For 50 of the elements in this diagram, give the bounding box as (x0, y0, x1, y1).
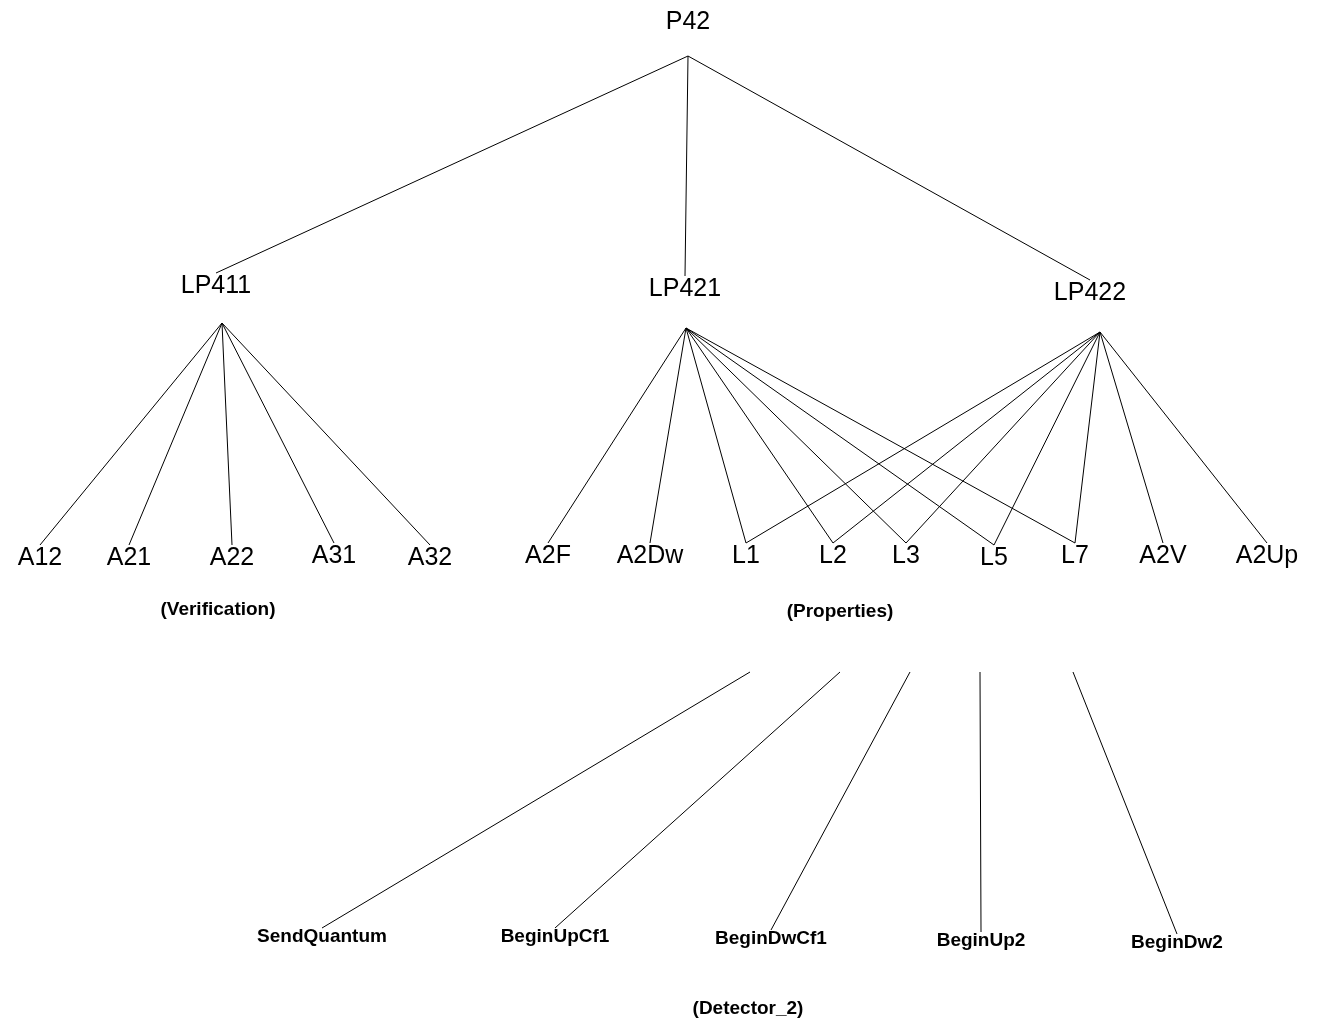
group-caption: (Detector_2) (692, 997, 804, 1019)
node-label: A21 (106, 542, 152, 571)
connector-line (684, 55, 689, 277)
node-label: A2V (1139, 540, 1187, 569)
node-label: L3 (892, 540, 920, 569)
connector-line (1099, 331, 1268, 544)
connector-line (649, 327, 687, 544)
connector-line (1074, 331, 1101, 544)
node-label: A2F (525, 540, 571, 569)
node-label: P42 (665, 6, 711, 35)
connector-line (1099, 331, 1164, 544)
connector-line (221, 322, 431, 546)
node-label: BeginUpCf1 (500, 925, 610, 947)
node-label: LP421 (648, 273, 722, 302)
node-label: L5 (980, 542, 1008, 571)
group-caption: (Properties) (786, 600, 894, 622)
node-label: LP411 (180, 270, 252, 299)
node-label: SendQuantum (257, 925, 387, 947)
connector-line (993, 331, 1101, 546)
node-label: L7 (1061, 540, 1089, 569)
connector-line (687, 55, 1091, 281)
node-label: BeginDwCf1 (715, 927, 827, 949)
connector-line (321, 671, 751, 929)
node-label: A2Dw (616, 540, 684, 569)
connector-line (685, 327, 1076, 544)
node-label: A31 (311, 540, 357, 569)
connector-line (832, 331, 1101, 544)
connector-line (554, 671, 841, 929)
node-label: L2 (819, 540, 847, 569)
node-label: LP422 (1053, 277, 1127, 306)
connector-line (905, 331, 1101, 544)
node-label: A32 (407, 542, 453, 571)
connector-line (547, 327, 687, 544)
connector-line (685, 327, 995, 546)
node-label: A22 (209, 542, 255, 571)
connector-line (685, 327, 834, 544)
connector-line (221, 322, 233, 546)
connector-line (39, 322, 223, 546)
connector-line (770, 671, 911, 931)
connector-line (979, 671, 982, 933)
connector-line (685, 327, 747, 544)
connector-line (128, 322, 223, 546)
node-label: L1 (732, 540, 760, 569)
connector-line (215, 55, 689, 274)
node-label: BeginDw2 (1131, 931, 1223, 953)
node-label: BeginUp2 (936, 929, 1026, 951)
connector-line (1072, 671, 1178, 935)
node-label: A2Up (1235, 540, 1299, 569)
node-label: A12 (17, 542, 63, 571)
group-caption: (Verification) (160, 598, 276, 620)
